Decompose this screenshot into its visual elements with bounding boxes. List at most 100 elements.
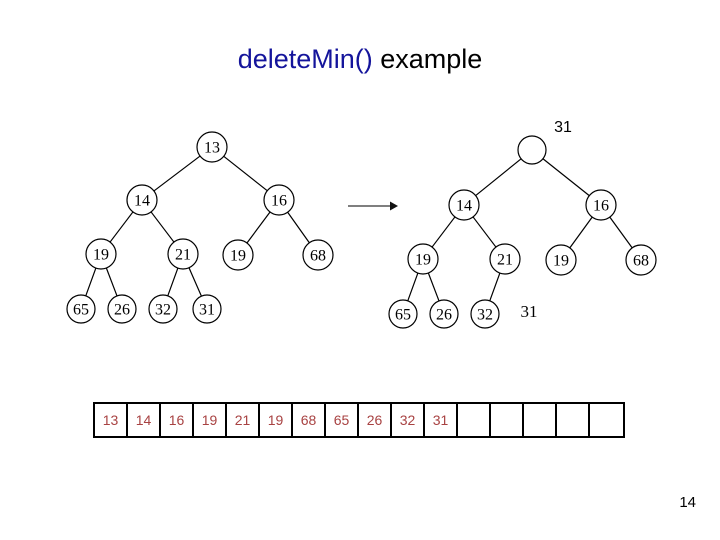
array-cell: 31 <box>425 404 458 436</box>
array-cell: 32 <box>392 404 425 436</box>
array-cell: 16 <box>161 404 194 436</box>
tree-edge <box>472 216 497 248</box>
node-circle <box>448 189 480 221</box>
tree-node: 14 <box>126 184 158 216</box>
tree-node: 19 <box>407 243 439 275</box>
node-value: 65 <box>73 302 89 319</box>
left-tree: 13 14 16 19 21 19 68 65 26 32 31 <box>66 131 334 324</box>
node-value: 19 <box>93 247 109 264</box>
tree-node: 68 <box>625 244 657 276</box>
node-value: 32 <box>477 307 493 324</box>
array-cell-empty <box>458 404 491 436</box>
node-circle <box>167 238 199 270</box>
node-circle <box>517 135 547 165</box>
tree-edge <box>167 267 179 297</box>
tree-node: 19 <box>222 239 254 271</box>
array-cell: 19 <box>260 404 293 436</box>
node-circle <box>66 294 96 324</box>
tree-edge <box>609 216 633 249</box>
node-circle <box>126 184 158 216</box>
node-circle <box>585 189 617 221</box>
array-cell-empty <box>557 404 590 436</box>
array-cell-empty <box>590 404 623 436</box>
tree-node: 65 <box>66 294 96 324</box>
node-value: 14 <box>456 198 472 215</box>
page-title-keyword: deleteMin() <box>237 44 373 74</box>
tree-node: 26 <box>107 294 137 324</box>
node-value: 26 <box>114 302 130 319</box>
tree-node: 19 <box>85 238 117 270</box>
node-circle <box>407 243 439 275</box>
tree-node: 68 <box>302 239 334 271</box>
node-value: 65 <box>395 307 411 324</box>
node-value: 68 <box>633 253 649 270</box>
node-value: 32 <box>155 302 171 319</box>
node-value: 21 <box>175 247 191 264</box>
array-cell: 68 <box>293 404 326 436</box>
tree-edge <box>407 272 419 302</box>
tree-edge <box>475 158 522 197</box>
node-value: 16 <box>271 193 287 210</box>
tree-node: 26 <box>429 299 459 329</box>
node-circle <box>192 294 222 324</box>
tree-edge <box>105 267 118 297</box>
array-cell: 21 <box>227 404 260 436</box>
tree-node: 14 <box>448 189 480 221</box>
tree-edge <box>542 158 590 197</box>
node-value: 31 <box>199 302 215 319</box>
tree-edge <box>223 155 268 192</box>
tree-node: 13 <box>196 131 228 163</box>
node-value: 68 <box>310 248 326 265</box>
page-title: deleteMin() example <box>0 44 720 75</box>
tree-edge <box>569 216 593 249</box>
tree-node: 32 <box>470 299 500 329</box>
tree-edge <box>188 267 202 297</box>
node-circle <box>545 244 577 276</box>
node-value: 13 <box>204 140 220 157</box>
tree-node: 19 <box>545 244 577 276</box>
node-value: 14 <box>134 193 150 210</box>
tree-edge <box>427 272 440 302</box>
array-cell-empty <box>491 404 524 436</box>
transition-arrow <box>348 201 398 211</box>
tree-node: 21 <box>167 238 199 270</box>
node-circle <box>625 244 657 276</box>
tree-node: 32 <box>148 294 178 324</box>
tree-edge <box>85 267 97 297</box>
node-circle <box>302 239 334 271</box>
tree-edge <box>150 211 175 243</box>
node-circle <box>263 184 295 216</box>
root-moved-value: 31 <box>554 119 572 136</box>
tree-node: 21 <box>489 243 521 275</box>
array-cell: 13 <box>95 404 128 436</box>
node-circle <box>222 239 254 271</box>
node-circle <box>196 131 228 163</box>
tree-node: 16 <box>585 189 617 221</box>
node-circle <box>107 294 137 324</box>
node-circle <box>429 299 459 329</box>
page-title-rest: example <box>372 44 483 74</box>
tree-edge <box>153 155 201 192</box>
tree-edge <box>109 211 134 243</box>
array-cell-empty <box>524 404 557 436</box>
tree-node-empty <box>517 135 547 165</box>
tree-edge <box>287 211 310 244</box>
node-circle <box>470 299 500 329</box>
tree-node: 31 <box>192 294 222 324</box>
tree-edge <box>431 216 456 248</box>
node-circle <box>148 294 178 324</box>
node-circle <box>388 299 418 329</box>
node-value: 19 <box>230 248 246 265</box>
node-value: 26 <box>436 307 452 324</box>
page-number: 14 <box>679 494 696 511</box>
node-circle <box>489 243 521 275</box>
array-cell: 19 <box>194 404 227 436</box>
tree-node: 65 <box>388 299 418 329</box>
node-value: 19 <box>553 253 569 270</box>
tree-node: 16 <box>263 184 295 216</box>
node-circle <box>85 238 117 270</box>
